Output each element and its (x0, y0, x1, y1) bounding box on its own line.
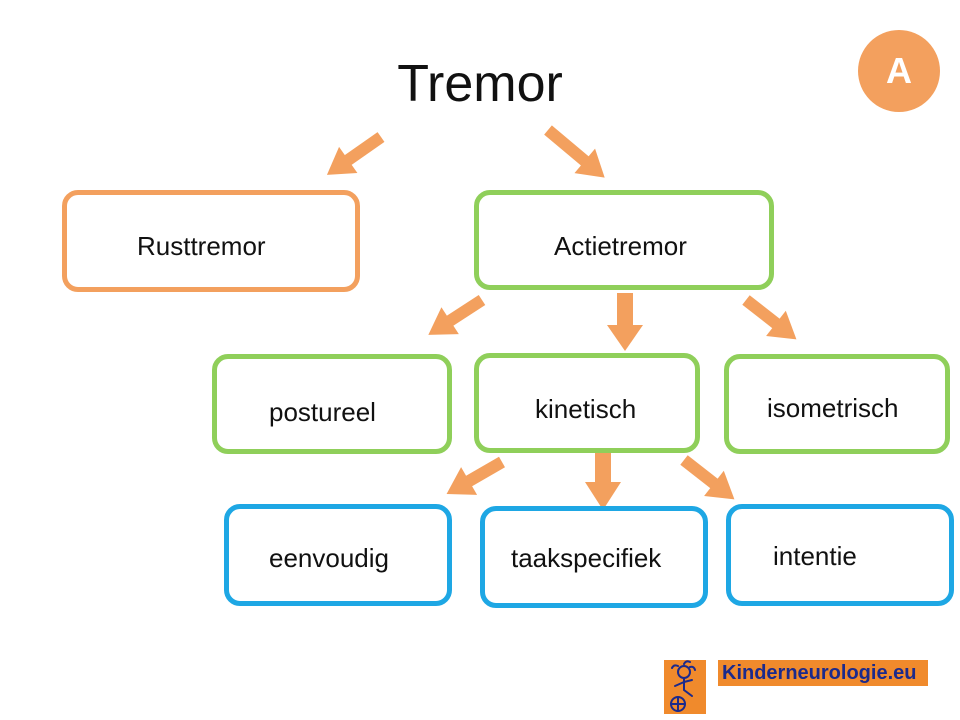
node-rusttremor-label: Rusttremor (137, 231, 266, 261)
node-isometrisch-label: isometrisch (767, 393, 899, 423)
label-badge: A (858, 30, 940, 112)
arrow-to-rusttremor (326, 132, 385, 175)
diagram-title: Tremor (397, 55, 563, 113)
node-rusttremor: Rusttremor (62, 190, 360, 292)
arrow-to-eenvoudig (446, 456, 505, 495)
node-isometrisch: isometrisch (724, 354, 950, 454)
node-postureel: postureel (212, 354, 452, 454)
node-postureel-label: postureel (269, 397, 376, 427)
node-actietremor: Actietremor (474, 190, 774, 290)
arrow-to-taakspecifiek (585, 452, 621, 510)
node-kinetisch-label: kinetisch (535, 394, 637, 424)
node-eenvoudig: eenvoudig (224, 504, 452, 606)
node-kinetisch: kinetisch (474, 353, 700, 453)
brand-name[interactable]: Kinderneurologie.eu (718, 660, 928, 686)
node-taakspecifiek-label: taakspecifiek (511, 543, 662, 573)
arrow-to-intentie (680, 455, 735, 500)
node-intentie-label: intentie (773, 541, 857, 571)
arrow-to-postureel (428, 294, 486, 335)
node-eenvoudig-label: eenvoudig (269, 543, 389, 573)
arrow-to-isometrisch (742, 295, 797, 340)
node-intentie: intentie (726, 504, 954, 606)
node-taakspecifiek: taakspecifiek (480, 506, 708, 608)
arrow-to-kinetisch (607, 293, 643, 351)
arrow-to-actietremor (544, 125, 605, 178)
brand-logo (664, 660, 706, 714)
child-figure-icon (670, 660, 696, 712)
node-actietremor-label: Actietremor (554, 231, 687, 261)
